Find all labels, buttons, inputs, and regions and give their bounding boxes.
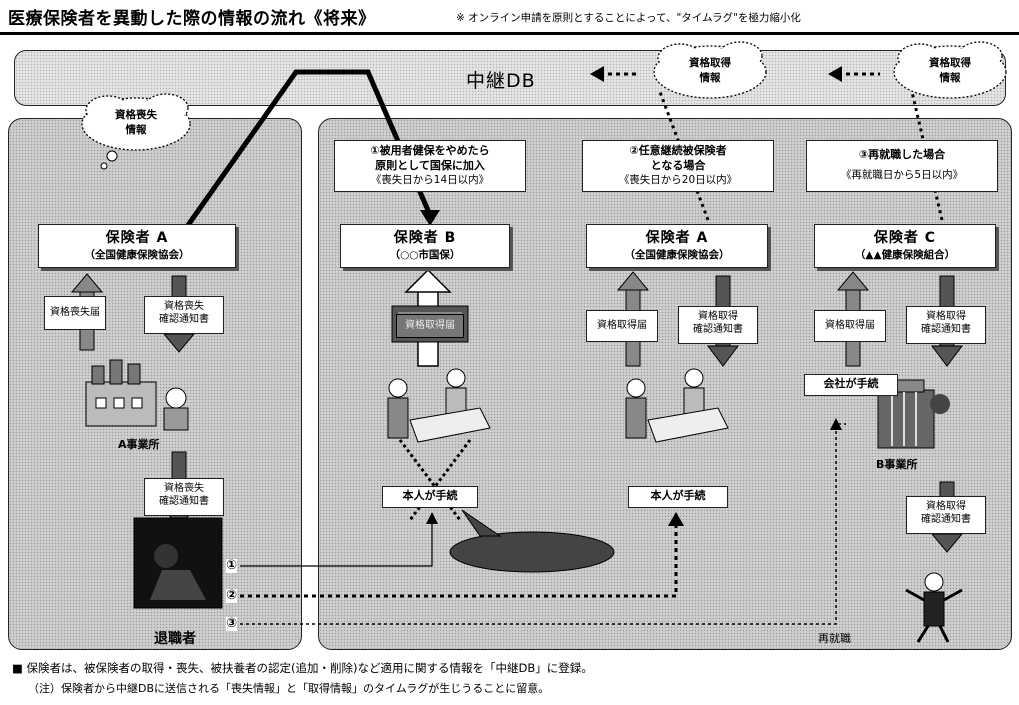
insurer-left-a-box: 保険者 A （全国健康保険協会） (38, 224, 236, 268)
insurer-c-box: 保険者 C （▲▲健康保険組合） (814, 224, 996, 268)
acq-dotted-a (658, 91, 710, 221)
counter-scene-b-icon (387, 368, 491, 443)
page-subtitle: ※ オンライン申請を原則とすることによって、"タイムラグ"を極力縮小化 (456, 12, 801, 24)
acq-report-note-c: 資格取得届 (814, 310, 886, 342)
cloud-acq-1-label: 資格取得 情報 (689, 57, 731, 84)
acq-confirm-label-a: 資格取得 確認通知書 (693, 311, 743, 335)
insurer-a-name: 保険者 A (645, 230, 709, 246)
counter-b-dotted-x2 (408, 439, 472, 521)
flow-2-line (240, 522, 678, 598)
page-title: 医療保険者を異動した際の情報の流れ《将来》 (8, 9, 376, 29)
cloud-loss-label: 資格喪失 情報 (115, 109, 157, 136)
scenario-2-title: ②任意継続被保険者 となる場合 (629, 144, 727, 172)
title-rule (0, 32, 1019, 35)
flow-3-arrowhead (830, 418, 842, 430)
cloud-acq-2-text: 資格取得 情報 (912, 56, 988, 86)
counter-scene-a-icon (625, 368, 729, 443)
insurer-b-box: 保険者 B （○○市国保） (340, 224, 510, 268)
scenario-2-box: ②任意継続被保険者 となる場合 《喪失日から20日以内》 (582, 140, 774, 192)
reemployed-label: 再就職 (818, 632, 851, 645)
scenario-1-title: ①被用者健保をやめたら 原則として国保に加入 (370, 144, 490, 172)
loss-info-arrowhead (420, 210, 440, 226)
insurer-b-name: 保険者 B (393, 230, 457, 246)
flow-number-3: ③ (226, 616, 238, 631)
speech-blob-icon (449, 509, 615, 573)
flow-number-2: ② (226, 588, 238, 603)
scenario-1-deadline: 《喪失日から14日以内》 (370, 174, 490, 186)
cloud-acq-1-text: 資格取得 情報 (672, 56, 748, 86)
acq-confirm-note-c: 資格取得 確認通知書 (906, 306, 986, 344)
db-arrowhead-2 (828, 66, 842, 82)
office-a-building-icon (85, 359, 189, 431)
company-procedure-label: 会社が手続 (823, 377, 879, 390)
loss-confirm-note-2: 資格喪失 確認通知書 (144, 478, 224, 516)
footer-line-2: （注）保険者から中継DBに送信される「喪失情報」と「取得情報」のタイムラグが生じ… (28, 682, 550, 695)
insurer-a-sub: （全国健康保険協会） (624, 249, 730, 261)
retiree-label: 退職者 (154, 631, 196, 647)
acq-report-note-b: 資格取得届 (396, 314, 464, 338)
acq-confirm-note-a: 資格取得 確認通知書 (678, 306, 758, 344)
self-procedure-a-label: 本人が手続 (650, 489, 706, 502)
scenario-3-title: ③再就職した場合 (858, 148, 946, 161)
flow-2-arrowhead (668, 512, 684, 526)
cloud-acq-2-label: 資格取得 情報 (929, 57, 971, 84)
office-a-label: A事業所 (118, 438, 160, 451)
acq-report-label-a: 資格取得届 (597, 320, 647, 331)
relay-db-bar (14, 50, 1006, 106)
self-procedure-b: 本人が手続 (382, 486, 478, 508)
reemployed-person-icon (905, 572, 963, 643)
footer-line-1: ■ 保険者は、被保険者の取得・喪失、被扶養者の認定(追加・削除)など適用に関する… (12, 661, 593, 675)
cloud-loss-icon (81, 93, 191, 170)
acq-report-label-c: 資格取得届 (825, 320, 875, 331)
insurer-c-name: 保険者 C (873, 230, 937, 246)
scenario-3-box: ③再就職した場合 《再就職日から5日以内》 (806, 140, 998, 192)
loss-confirm-label-1: 資格喪失 確認通知書 (159, 301, 209, 325)
acq-confirm-label-c2: 資格取得 確認通知書 (921, 501, 971, 525)
insurer-left-a-sub: （全国健康保険協会） (84, 249, 190, 261)
acq-report-note-a: 資格取得届 (586, 310, 658, 342)
self-procedure-a: 本人が手続 (628, 486, 728, 508)
retiree-photo-icon (133, 517, 223, 609)
scenario-1-box: ①被用者健保をやめたら 原則として国保に加入 《喪失日から14日以内》 (334, 140, 526, 192)
flow-number-1: ① (226, 558, 238, 573)
insurer-a-box: 保険者 A （全国健康保険協会） (586, 224, 768, 268)
db-arrowhead-1 (590, 66, 604, 82)
flow-1-line (240, 520, 433, 567)
scenario-2-deadline: 《喪失日から20日以内》 (618, 174, 738, 186)
self-procedure-b-label: 本人が手続 (402, 489, 458, 502)
cloud-loss-text: 資格喪失 情報 (100, 108, 172, 138)
insurer-c-sub: （▲▲健康保険組合） (854, 249, 956, 261)
cloud-acq-2-icon (893, 41, 1007, 99)
flow-3-line (240, 423, 846, 625)
relay-db-label: 中継DB (466, 70, 536, 92)
insurer-left-a-name: 保険者 A (105, 230, 169, 246)
acq-confirm-label-c: 資格取得 確認通知書 (921, 311, 971, 335)
cloud-acq-1-icon (653, 41, 767, 99)
loss-report-label: 資格喪失届 (50, 307, 100, 318)
flow-1-arrowhead (426, 512, 438, 524)
insurer-b-sub: （○○市国保） (389, 249, 461, 261)
loss-confirm-note-1: 資格喪失 確認通知書 (144, 296, 224, 334)
loss-report-note: 資格喪失届 (44, 296, 106, 330)
acq-confirm-note-c2: 資格取得 確認通知書 (906, 496, 986, 534)
office-b-label: B事業所 (876, 458, 918, 471)
scenario-3-deadline: 《再就職日から5日以内》 (840, 169, 964, 181)
company-procedure: 会社が手続 (804, 374, 898, 396)
acq-report-label-b: 資格取得届 (405, 320, 455, 331)
loss-confirm-label-2: 資格喪失 確認通知書 (159, 483, 209, 507)
counter-b-dotted-x1 (398, 439, 462, 521)
